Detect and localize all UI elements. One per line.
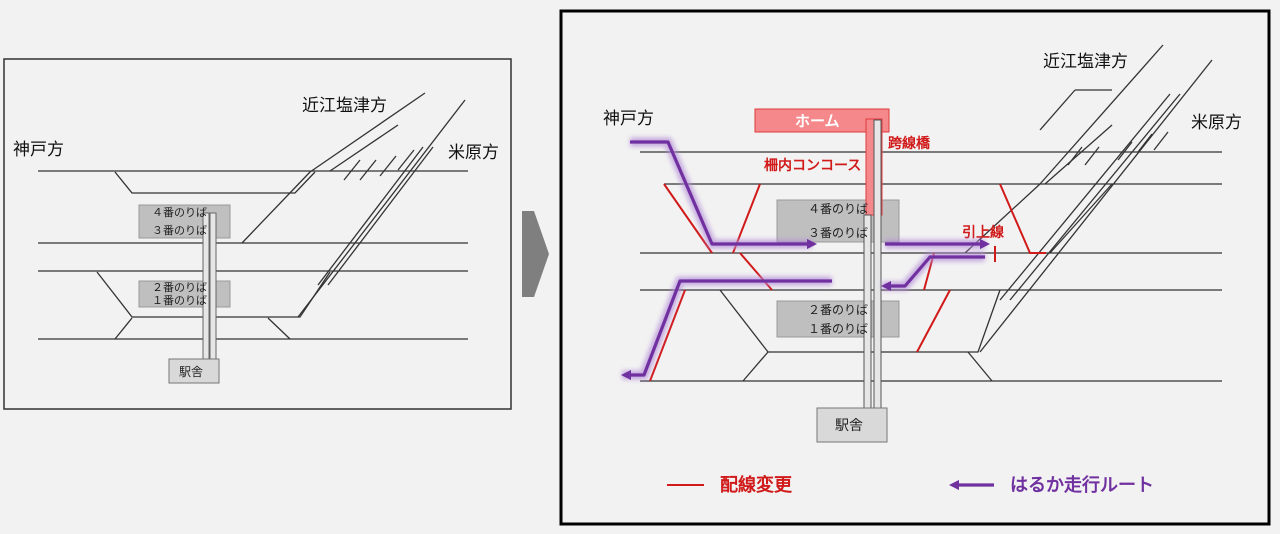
right-siding-label: 引上線	[962, 224, 1004, 241]
right-direction-north: 近江塩津方	[1043, 52, 1128, 72]
left-direction-north: 近江塩津方	[302, 96, 387, 116]
right-home-box	[754, 108, 890, 133]
left-platform-2-label: ２番のりば	[152, 281, 207, 294]
right-direction-west: 神戸方	[603, 109, 654, 129]
left-platform-1-label: １番のりば	[152, 294, 207, 307]
left-station-building	[168, 358, 220, 384]
right-platform-3-label: ３番のりば	[808, 226, 868, 240]
left-direction-west: 神戸方	[13, 140, 64, 160]
legend-route-label: はるか走行ルート	[1010, 474, 1154, 496]
right-direction-east: 米原方	[1191, 113, 1242, 133]
right-platform-4-label: ４番のりば	[808, 202, 868, 216]
left-station-building-label: 駅舎	[179, 365, 203, 379]
right-bridge-label: 跨線橋	[888, 135, 931, 152]
right-panel: ４番のりば ３番のりば ２番のりば １番のりば 駅舎 ホーム 跨線橋 柵内コンコ…	[559, 9, 1271, 526]
legend-wiring-label: 配線変更	[720, 474, 793, 496]
right-panel-frame	[559, 9, 1271, 526]
left-tracks	[38, 92, 468, 340]
right-platform-1-label: １番のりば	[808, 322, 868, 336]
right-haruka-route	[620, 137, 991, 381]
right-home-label: ホーム	[795, 112, 840, 130]
left-footbridge-b	[209, 212, 217, 360]
right-station-building-label: 駅舎	[835, 418, 863, 434]
left-platform-4-label: ４番のりば	[152, 206, 207, 219]
left-panel: ４番のりば ３番のりば ２番のりば １番のりば 駅舎 神戸方 近江塩津方 米原方	[3, 58, 512, 410]
transition-arrow-icon	[522, 211, 549, 297]
right-platform-2-label: ２番のりば	[808, 303, 868, 317]
left-panel-frame	[3, 58, 512, 410]
right-concourse-label: 柵内コンコース	[764, 157, 861, 174]
left-direction-east: 米原方	[448, 143, 499, 163]
right-station-building	[816, 407, 888, 443]
left-platform-3-label: ３番のりば	[152, 224, 207, 237]
right-footbridge-b	[873, 119, 882, 411]
